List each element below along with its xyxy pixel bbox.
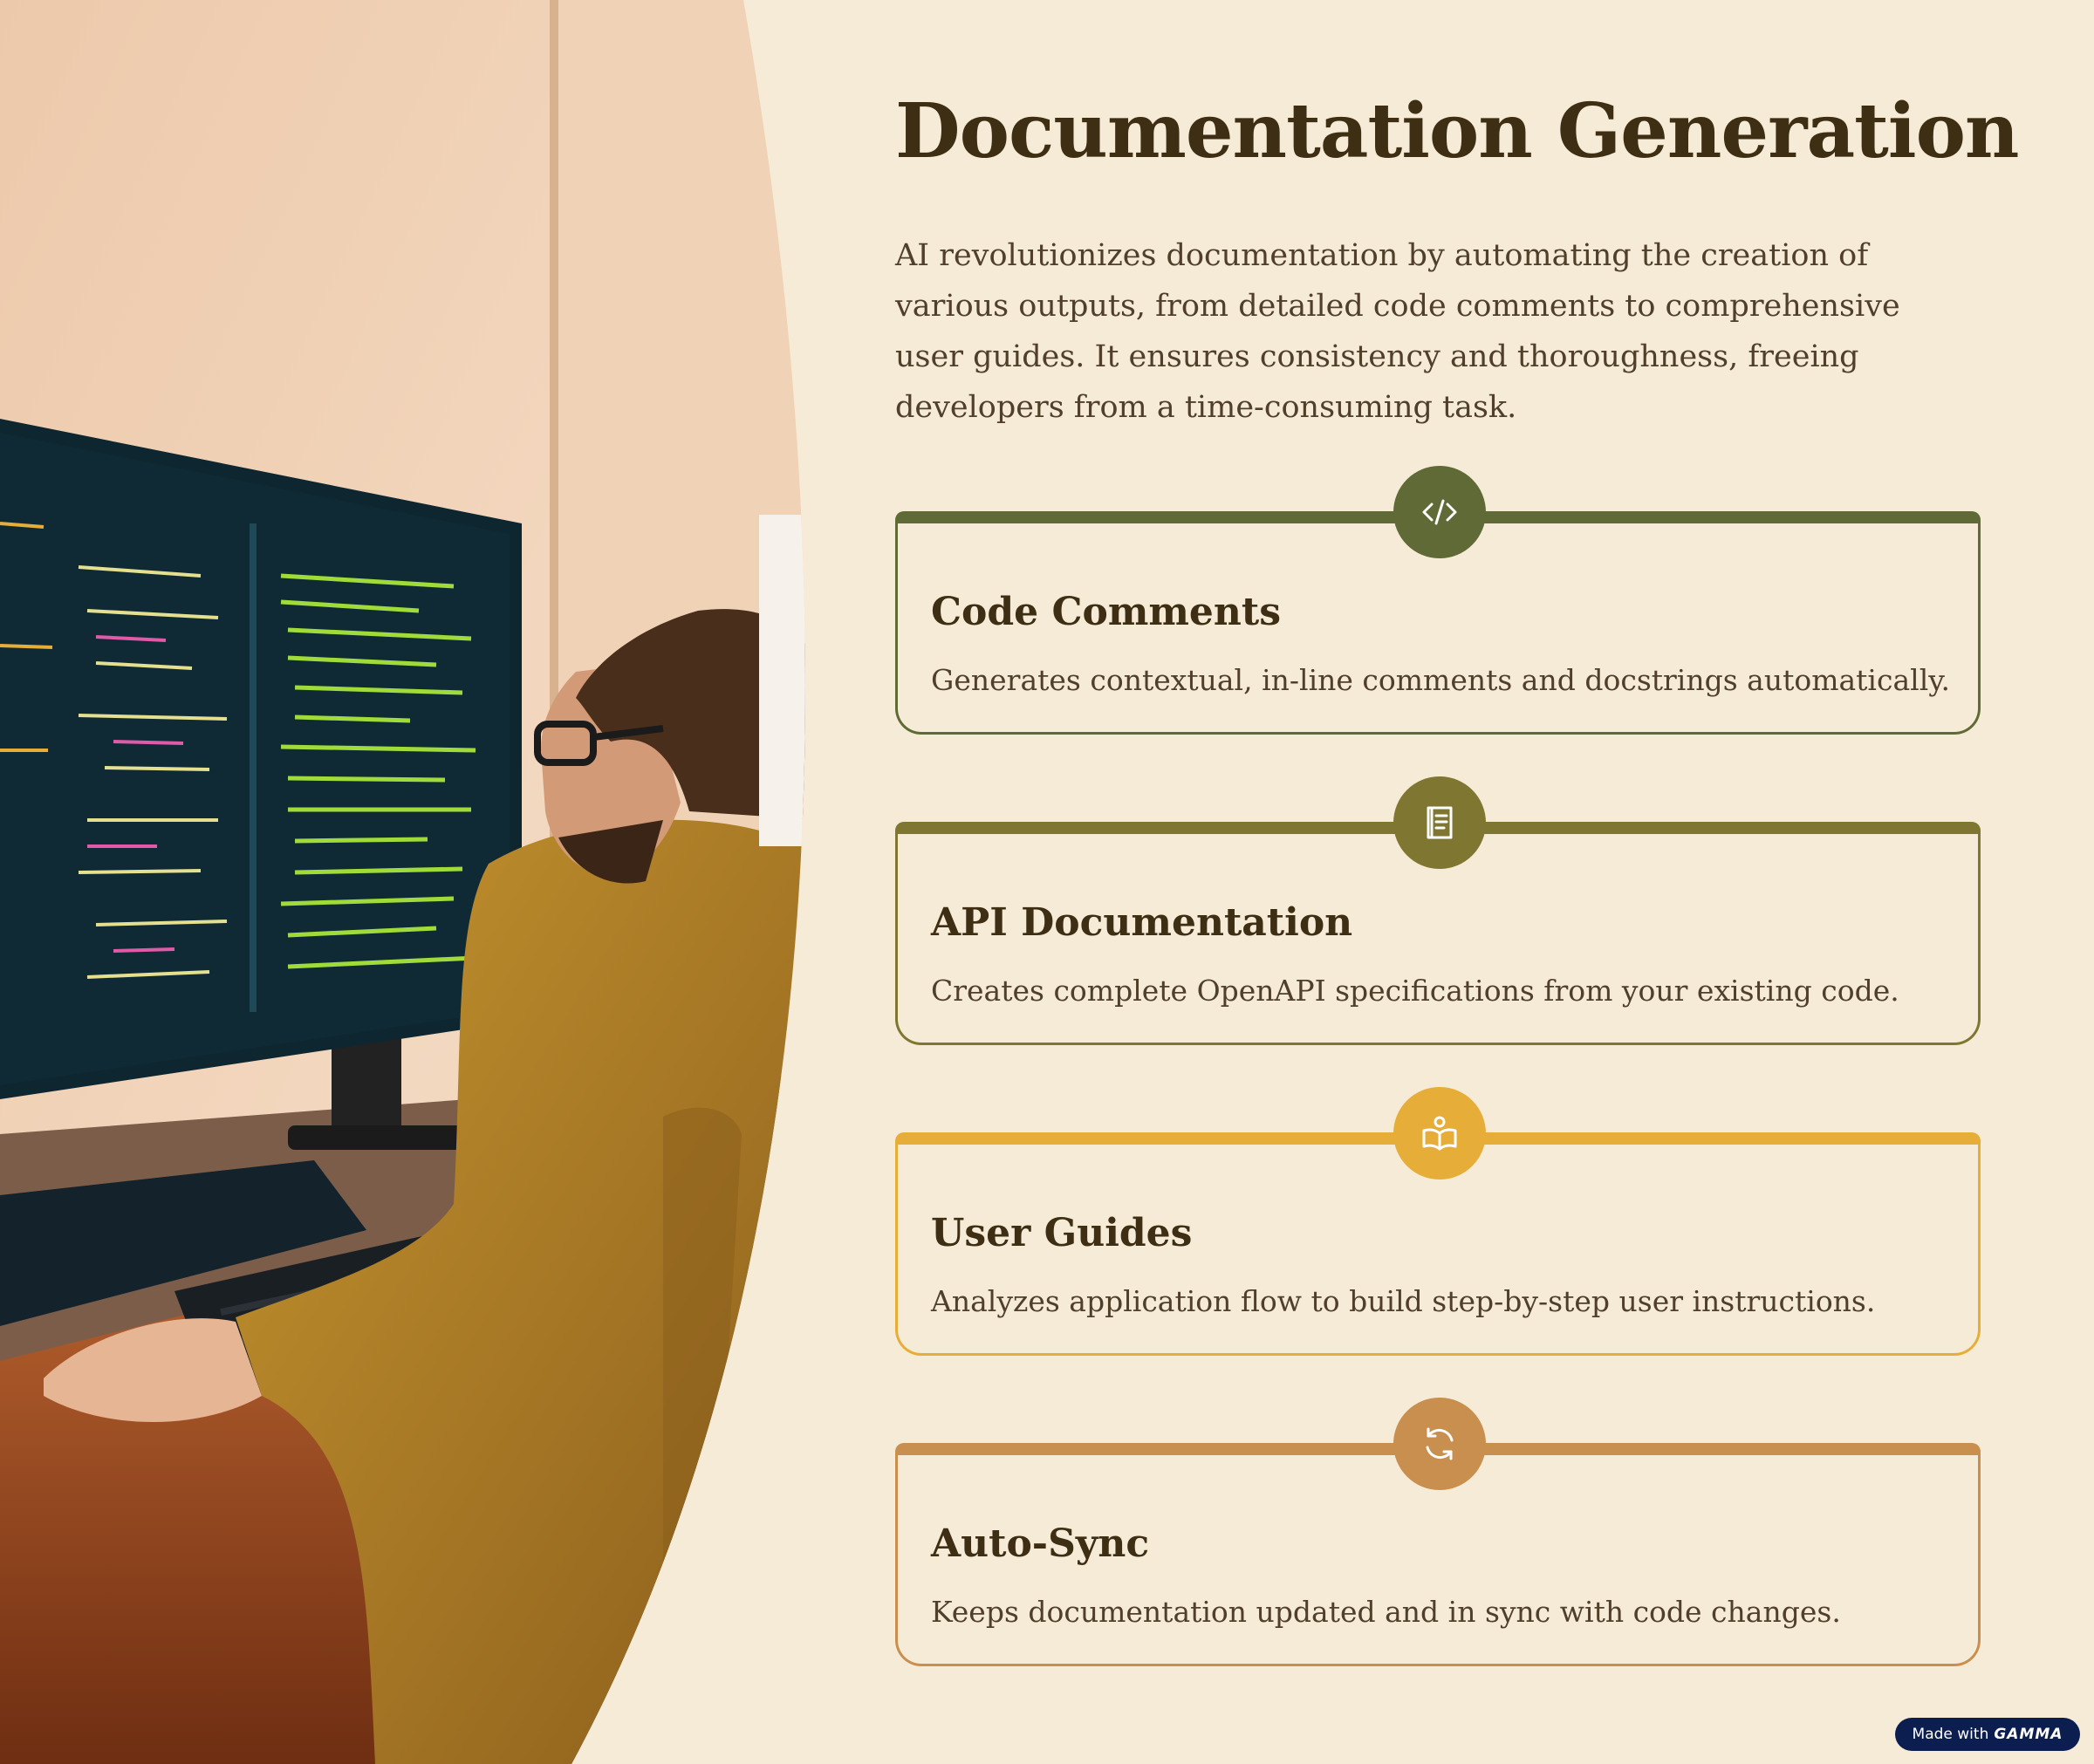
badge-prefix: Made with <box>1912 1726 1989 1743</box>
made-with-badge[interactable]: Made with GAMMA <box>1895 1718 2080 1751</box>
card-api-documentation: API Documentation Creates complete OpenA… <box>895 776 1981 1045</box>
card-code-comments: Code Comments Generates contextual, in-l… <box>895 466 1981 735</box>
intro-paragraph: AI revolutionizes documentation by autom… <box>895 238 1900 425</box>
card-title: Auto-Sync <box>931 1521 1150 1566</box>
reader-icon <box>1393 1087 1486 1179</box>
card-title: User Guides <box>931 1211 1193 1255</box>
refresh-icon <box>1393 1398 1486 1490</box>
hero-image <box>0 0 805 1764</box>
card-title: API Documentation <box>931 900 1353 945</box>
card-description: Creates complete OpenAPI specifications … <box>931 974 1899 1008</box>
gamma-logo: GAMMA <box>1994 1726 2063 1743</box>
card-description: Analyzes application flow to build step-… <box>931 1284 1876 1318</box>
card-description: Generates contextual, in-line comments a… <box>931 663 1951 697</box>
card-auto-sync: Auto-Sync Keeps documentation updated an… <box>895 1398 1981 1666</box>
card-title: Code Comments <box>931 590 1282 634</box>
card-description: Keeps documentation updated and in sync … <box>931 1595 1841 1629</box>
page-title: Documentation Generation <box>895 87 2019 175</box>
book-icon <box>1393 776 1486 869</box>
code-icon <box>1393 466 1486 558</box>
card-user-guides: User Guides Analyzes application flow to… <box>895 1087 1981 1356</box>
